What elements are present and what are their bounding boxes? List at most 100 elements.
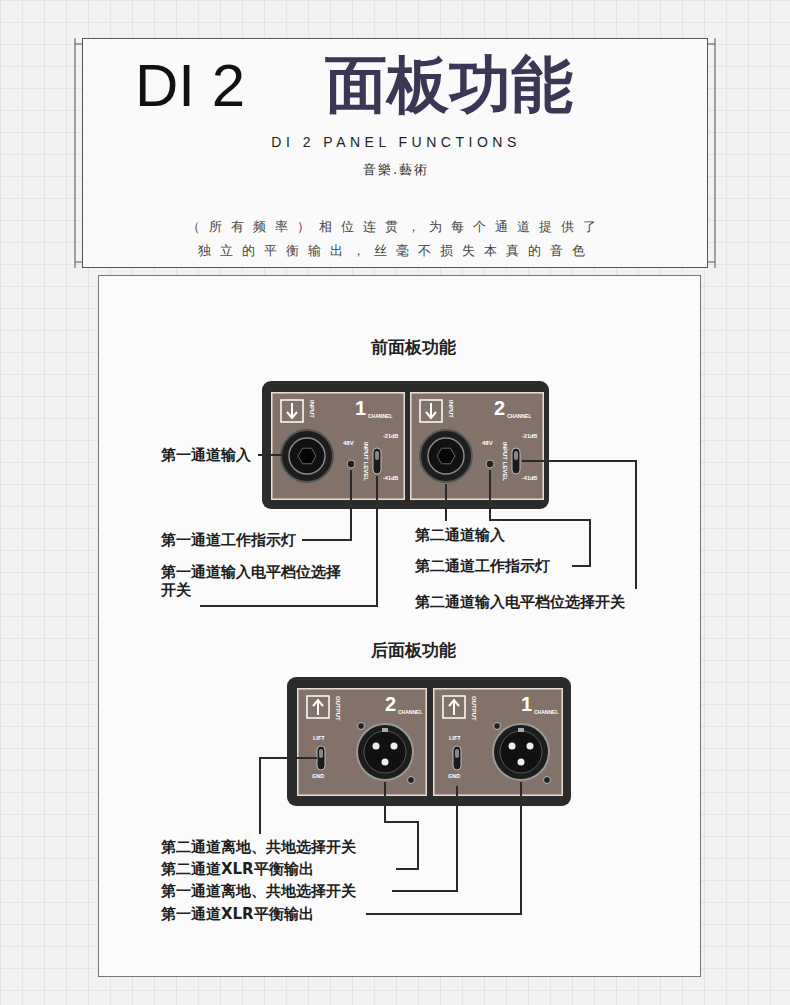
phantom-label: 48V — [482, 440, 493, 446]
switch-label-box: LIFT — [449, 736, 461, 742]
switch-lever — [514, 451, 518, 460]
callout-label-box: 第二通道输入 — [415, 526, 505, 544]
level-label-box: -21dB — [383, 434, 398, 440]
channel-label-box: CHANNEL — [368, 414, 392, 419]
channel-number: 1 — [521, 694, 532, 714]
frame-line — [75, 38, 76, 268]
switch-label: LIFT — [313, 736, 325, 742]
callout-label-box: 第一通道工作指示灯 — [161, 531, 296, 549]
level-switch — [512, 448, 520, 474]
callout-label-box: 第一通道XLR平衡输出 — [161, 905, 314, 923]
input-arrow — [426, 403, 436, 418]
switch-label-box: LIFT — [313, 736, 325, 742]
channel-label-box: CHANNEL — [398, 710, 422, 715]
callout-label-box: 第二通道XLR平衡输出 — [161, 860, 314, 878]
output-arrow — [449, 700, 459, 715]
leader-lines — [433, 688, 563, 796]
led — [347, 460, 355, 468]
rear-panel-art — [297, 688, 427, 796]
header-frame: DI 2 面板功能 DI 2 PANEL FUNCTIONS 音樂.藝術 （所有频率）相… — [82, 38, 708, 268]
leader-lines — [271, 455, 405, 500]
jack-nut — [289, 438, 325, 474]
leader-line — [271, 454, 283, 456]
channel-label-box: CHANNEL — [534, 710, 558, 715]
led — [486, 460, 494, 468]
port-label-box: OUTPUT — [335, 696, 341, 721]
level-label: -21dB — [522, 434, 537, 440]
ground-switch — [453, 746, 461, 770]
frame-line — [75, 262, 82, 263]
callout-label: 第一通道输入 — [161, 446, 251, 464]
section-heading: 前面板功能 — [123, 339, 703, 356]
section-heading-box: 前面板功能 — [123, 339, 703, 356]
title-heading: 面板功能 — [325, 49, 573, 121]
port-label: OUTPUT — [335, 696, 341, 721]
channel-label: CHANNEL — [534, 710, 558, 715]
leader-line — [271, 476, 377, 500]
level-label-box: -41dB — [383, 476, 398, 482]
switch-label: GND — [312, 774, 324, 780]
switch-label: GND — [448, 774, 460, 780]
xlr-pin — [391, 743, 398, 750]
channel-label: CHANNEL — [398, 710, 422, 715]
icon-box — [307, 696, 329, 718]
leader-line — [433, 786, 457, 796]
xlr-pin — [509, 743, 516, 750]
callout-label-box: 第一通道离地、共地选择开关 — [161, 882, 356, 900]
callout-label: 第一通道XLR平衡输出 — [161, 905, 314, 923]
description: （所有频率）相位连贯，为每个通道提供了 独立的平衡输出，丝毫不损失本真的音色 — [181, 215, 611, 263]
title-model-box: DI 2 — [135, 51, 245, 121]
jack-body — [281, 430, 333, 482]
channel-number-box: 1 — [355, 398, 366, 418]
level-label: -21dB — [383, 434, 398, 440]
title-model: DI 2 — [135, 51, 245, 121]
rear-device-body — [287, 677, 571, 806]
callout-label: 第一通道离地、共地选择开关 — [161, 882, 356, 900]
frame-line — [715, 38, 716, 268]
switch-label: INPUT LEVEL — [363, 442, 369, 481]
xlr-pin — [382, 759, 389, 766]
switch-label-box: INPUT LEVEL — [363, 442, 369, 481]
channel-number: 1 — [355, 398, 366, 418]
port-label: INPUT — [448, 400, 454, 418]
xlr-face — [500, 731, 542, 773]
level-label: -41dB — [522, 476, 537, 482]
jack-body — [420, 430, 472, 482]
leader-line — [385, 782, 418, 796]
front-device-body — [262, 381, 549, 509]
channel-number: 2 — [385, 694, 396, 714]
leader-lines — [297, 688, 427, 796]
level-label: -41dB — [383, 476, 398, 482]
callout-label-box: 第一通道输入电平档位选择开关 — [161, 563, 346, 599]
leader-lines — [410, 455, 544, 500]
screw — [544, 777, 551, 784]
channel-number-box: 2 — [494, 398, 505, 418]
input-arrow — [287, 403, 297, 418]
rear-channel-panel: OUTPUT 2CHANNEL LIFT GND — [297, 688, 427, 796]
xlr-pin — [527, 743, 534, 750]
callout-label: 第二通道工作指示灯 — [415, 557, 550, 575]
subtitle-box: DI 2 PANEL FUNCTIONS — [83, 135, 709, 149]
icon-box — [443, 696, 465, 718]
ground-switch — [317, 746, 325, 770]
switch-lever — [455, 749, 459, 758]
xlr-face — [364, 731, 406, 773]
front-panel-art — [410, 392, 544, 500]
switch-lever — [375, 451, 379, 460]
phantom-label-box: 48V — [343, 440, 354, 446]
leader-line — [366, 782, 521, 914]
leader-line — [392, 786, 457, 891]
seal-text: 音樂.藝術 — [83, 163, 709, 176]
section-heading: 后面板功能 — [123, 642, 703, 659]
port-label-box: INPUT — [448, 400, 454, 418]
xlr-pin — [518, 759, 525, 766]
port-label: INPUT — [309, 400, 315, 418]
channel-number: 2 — [494, 398, 505, 418]
jack-hole — [437, 448, 455, 464]
callout-label-box: 第二通道输入电平档位选择开关 — [415, 593, 625, 611]
level-label-box: -21dB — [522, 434, 537, 440]
section-heading-box: 后面板功能 — [123, 642, 703, 659]
leader-line — [258, 454, 283, 456]
port-label-box: INPUT — [309, 400, 315, 418]
